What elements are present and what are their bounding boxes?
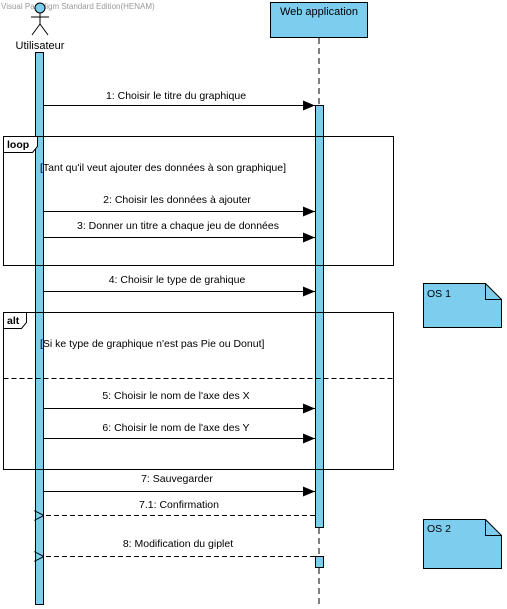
alt-guard: [Si ke type de graphique n'est pas Pie o… — [40, 338, 264, 350]
actor-head — [34, 2, 46, 14]
loop-operator-label: loop — [7, 139, 29, 151]
message-4[interactable]: 4: Choisir le type de grahique — [44, 274, 315, 297]
message-2[interactable]: 2: Choisir les données à ajouter — [44, 194, 315, 217]
message-2-label: 2: Choisir les données à ajouter — [103, 194, 251, 206]
note-os-2[interactable]: OS 2 — [423, 519, 502, 569]
message-8-label: 8: Modification du giplet — [123, 538, 233, 550]
note-os-2-fold — [485, 519, 502, 536]
message-1-label: 1: Choisir le titre du graphique — [106, 90, 246, 102]
alt-operator-tab — [3, 312, 27, 329]
loop-operator-tab — [3, 136, 38, 153]
note-os-1-body — [423, 283, 502, 328]
actor-figure[interactable] — [31, 2, 49, 36]
message-7-label: 7: Sauvegarder — [141, 473, 213, 485]
alt-operator-label: alt — [7, 315, 20, 327]
message-6-label: 6: Choisir le nom de l'axe des Y — [102, 422, 249, 434]
note-os-1-label: OS 1 — [427, 288, 451, 300]
message-6[interactable]: 6: Choisir le nom de l'axe des Y — [44, 422, 315, 444]
system-label: Web application — [280, 6, 358, 18]
message-7-1-label: 7.1: Confirmation — [139, 499, 219, 511]
message-1[interactable]: 1: Choisir le titre du graphique — [44, 90, 315, 111]
actor-activation-bar[interactable] — [35, 52, 44, 605]
note-os-2-label: OS 2 — [427, 523, 451, 535]
message-8[interactable]: 8: Modification du giplet — [44, 538, 315, 557]
system-lifeline-box[interactable] — [270, 2, 368, 38]
message-7-1[interactable]: 7.1: Confirmation — [44, 499, 315, 516]
note-os-1-fold — [485, 283, 502, 300]
message-3[interactable]: 3: Donner un titre a chaque jeu de donné… — [44, 220, 315, 243]
actor-right-leg — [39, 23, 49, 36]
actor-left-leg — [31, 23, 41, 36]
watermark: Visual Paradigm Standard Edition(HENAM) — [1, 2, 155, 11]
message-5-label: 5: Choisir le nom de l'axe des X — [102, 390, 249, 402]
alt-fragment[interactable]: alt [Si ke type de graphique n'est pas P… — [3, 312, 394, 470]
message-4-label: 4: Choisir le type de grahique — [109, 274, 246, 286]
alt-frame — [3, 312, 394, 470]
loop-fragment[interactable]: loop [Tant qu'il veut ajouter des donnée… — [3, 136, 394, 266]
actor-label: Utilisateur — [16, 40, 65, 52]
system-activation-bar[interactable] — [315, 105, 324, 528]
message-3-label: 3: Donner un titre a chaque jeu de donné… — [77, 220, 279, 232]
note-os-2-body — [423, 519, 502, 569]
system-activation-bar-small[interactable] — [315, 556, 324, 568]
loop-frame — [3, 136, 394, 266]
loop-guard: [Tant qu'il veut ajouter des données à s… — [40, 162, 286, 174]
message-5[interactable]: 5: Choisir le nom de l'axe des X — [44, 390, 315, 414]
message-7[interactable]: 7: Sauvegarder — [44, 473, 315, 497]
note-os-1[interactable]: OS 1 — [423, 283, 502, 328]
